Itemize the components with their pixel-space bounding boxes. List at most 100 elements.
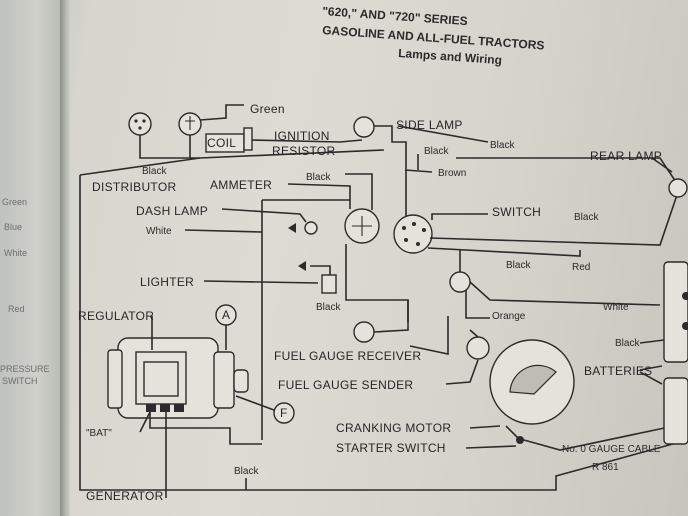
rear-lamp-symbol: [668, 178, 688, 198]
wire-reg-bottom: [149, 412, 262, 445]
label-black-lighter: Black: [316, 302, 341, 313]
wire-sender: [469, 329, 479, 338]
label-dash-lamp: DASH LAMP: [136, 204, 208, 218]
label-ammeter: AMMETER: [210, 178, 272, 192]
left-page-text: Green Blue White Red PRESSURE SWITCH: [0, 197, 50, 386]
wire-side-lamp: [374, 125, 407, 220]
batteries-symbol: [663, 261, 688, 445]
wire-white-dash: [184, 229, 263, 233]
lighter-arrow: [298, 261, 306, 271]
wire-black-mid: [345, 244, 409, 322]
label-gauge-cable: No. 0 GAUGE CABLE: [562, 444, 661, 455]
cranking-motor-segment: [509, 364, 557, 395]
fuel-gauge-sender-symbol: [466, 336, 490, 360]
wire-rear-lamp-black: [429, 191, 679, 246]
left-page-word-2: Blue: [4, 222, 22, 232]
wire-black-bat: [639, 339, 665, 344]
label-white-dash: White: [146, 226, 172, 237]
terminal-f-symbol: [273, 402, 295, 424]
label-fuel-sender: FUEL GAUGE SENDER: [278, 378, 413, 392]
wire-starter-label: [465, 445, 517, 449]
label-figure-code: R 861: [592, 462, 619, 473]
wire-lighter-top: [310, 265, 331, 275]
label-rear-lamp: REAR LAMP: [590, 149, 662, 163]
left-page-word-4: Red: [8, 304, 25, 314]
label-batteries: BATTERIES: [584, 364, 653, 378]
wire-bat-label: [139, 411, 151, 433]
wire-dash-lamp-label: [221, 208, 307, 223]
wire-green: [199, 104, 244, 121]
wire-red: [427, 247, 581, 257]
label-brown: Brown: [438, 168, 466, 179]
wire-receiver: [373, 300, 409, 333]
wire-brown: [404, 169, 433, 173]
dash-lamp-symbol: [304, 221, 318, 235]
label-white-right: White: [603, 302, 629, 313]
switch-symbol: [393, 214, 433, 254]
label-black-mid: Black: [506, 260, 531, 271]
wire-cranking-label: [469, 425, 501, 429]
label-green: Green: [250, 102, 285, 116]
label-lighter: LIGHTER: [140, 275, 194, 289]
label-ignition: IGNITION: [274, 129, 330, 143]
label-black-bottom: Black: [234, 466, 259, 477]
wire-sender-label: [445, 359, 479, 385]
label-bat: "BAT": [86, 428, 112, 439]
junction-symbol: [449, 271, 471, 293]
label-f: F: [280, 406, 288, 420]
lighter-symbol: [321, 274, 337, 294]
wire-batteries-label: [639, 365, 663, 385]
wire-orange: [465, 290, 490, 319]
frame-top: [79, 149, 385, 176]
wire-receiver-label: [409, 316, 449, 355]
left-page-edge: [0, 0, 62, 516]
label-a: A: [222, 308, 230, 322]
wire-resistor-switch: [251, 139, 363, 143]
generator-regulator-symbol: [107, 337, 249, 419]
ammeter-needle: [352, 216, 372, 236]
dash-lamp-arrow: [288, 223, 296, 233]
label-black-amm: Black: [306, 172, 331, 183]
left-page-word-1: Green: [2, 197, 27, 207]
label-cranking-motor: CRANKING MOTOR: [336, 421, 451, 435]
wire-switch-label: [431, 213, 488, 220]
wire-white-right: [469, 281, 661, 306]
distributor-symbol: [128, 112, 152, 136]
left-page-word-6: SWITCH: [2, 376, 38, 386]
fuel-gauge-receiver-symbol: [353, 321, 375, 343]
wire-distributor-coil: [139, 135, 200, 159]
label-coil: COIL: [207, 136, 236, 150]
label-orange: Orange: [492, 311, 526, 322]
label-black-bat: Black: [615, 338, 640, 349]
header-subtitle: Lamps and Wiring: [398, 46, 503, 67]
wire-gauge-cable: [523, 425, 675, 451]
wire-rear-lamp-label: [651, 157, 673, 173]
side-lamp-symbol: [353, 116, 375, 138]
label-black-top: Black: [424, 146, 449, 157]
label-red: Red: [572, 262, 590, 273]
label-resistor: RESISTOR: [272, 144, 336, 158]
label-black-side: Black: [490, 140, 515, 151]
wire-side-black: [397, 125, 489, 143]
label-distributor: DISTRIBUTOR: [92, 180, 176, 194]
wire-lighter-label: [203, 280, 319, 284]
label-generator: GENERATOR: [86, 489, 164, 503]
left-page-word-3: White: [4, 248, 27, 258]
label-switch: SWITCH: [492, 205, 541, 219]
book-gutter: [60, 0, 70, 516]
wire-terminal-f: [235, 395, 275, 411]
left-page-word-5: PRESSURE: [0, 364, 50, 374]
label-fuel-receiver: FUEL GAUGE RECEIVER: [274, 349, 421, 363]
frame-outline: [79, 175, 681, 491]
label-black-dist: Black: [142, 166, 167, 177]
label-starter-switch: STARTER SWITCH: [336, 441, 446, 455]
wire-ammeter-black: [345, 173, 373, 210]
wire-ammeter-label: [287, 183, 351, 209]
label-side-lamp: SIDE LAMP: [396, 118, 463, 132]
ignition-resistor-symbol: [243, 127, 253, 151]
wire-rear-lamp-top: [456, 157, 679, 186]
label-black-sw: Black: [574, 212, 599, 223]
label-regulator: REGULATOR: [78, 309, 154, 323]
